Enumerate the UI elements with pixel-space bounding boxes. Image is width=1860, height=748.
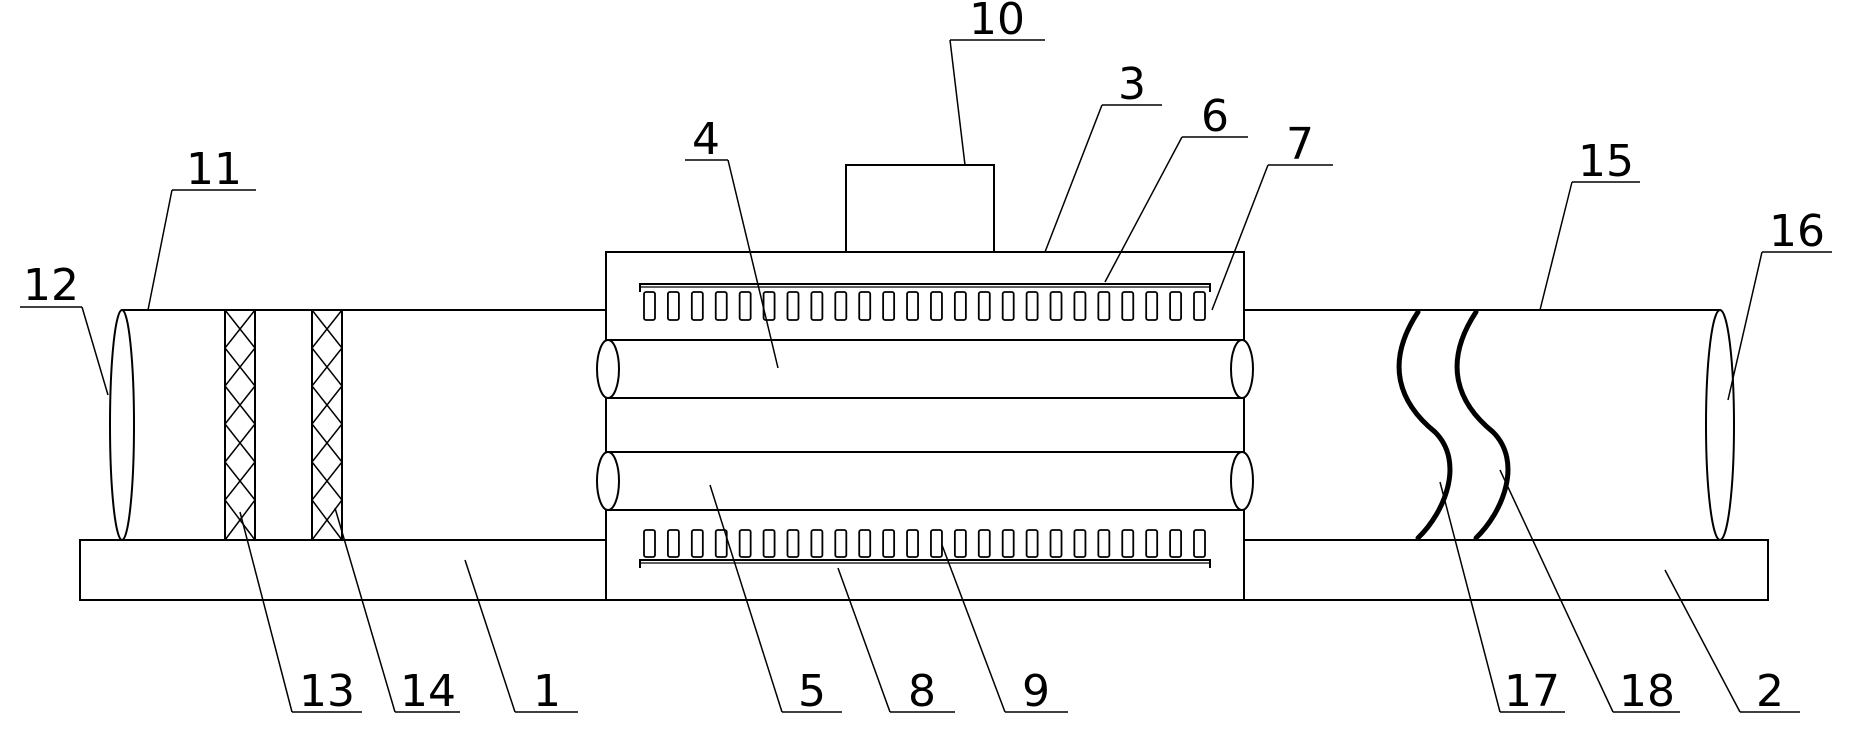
left-pipe: [109, 309, 610, 541]
heating-fin-9: [738, 529, 752, 558]
heating-fin-9: [1049, 529, 1063, 558]
label-7: 7: [1286, 119, 1314, 170]
heating-fin-9: [1193, 529, 1206, 558]
label-9: 9: [1022, 666, 1050, 717]
right-base-plate: [1239, 539, 1769, 601]
label-16: 16: [1769, 206, 1825, 257]
heating-fin-9: [1097, 529, 1111, 558]
leader-lines: [20, 39, 1832, 713]
label-17: 17: [1504, 666, 1560, 717]
cylinder-4: [596, 339, 1254, 399]
heating-fin-9: [690, 529, 704, 558]
label-8: 8: [908, 666, 936, 717]
cylinder-5: [596, 451, 1254, 511]
label-18: 18: [1619, 666, 1675, 717]
main-housing: [605, 251, 1245, 601]
heating-fin-9: [834, 529, 848, 558]
label-6: 6: [1201, 91, 1229, 142]
heating-fin-9: [930, 529, 943, 558]
heating-fin-7: [1049, 291, 1063, 321]
heating-fin-7: [1097, 291, 1111, 321]
heating-fin-9: [858, 529, 872, 558]
label-11: 11: [186, 144, 242, 195]
heating-fin-7: [1193, 291, 1206, 321]
heating-fin-9: [1025, 529, 1039, 558]
heating-fin-7: [1121, 291, 1135, 321]
heating-fin-7: [834, 291, 848, 321]
heating-fin-9: [786, 529, 800, 558]
heating-fin-7: [1169, 291, 1182, 321]
heating-fin-9: [906, 529, 919, 558]
heating-fin-9: [667, 529, 680, 558]
heating-fin-9: [714, 529, 728, 558]
heating-fin-7: [953, 291, 967, 321]
heating-fin-9: [762, 529, 776, 558]
heating-fin-9: [1145, 529, 1159, 558]
label-10: 10: [969, 0, 1025, 45]
heating-rail-6: [639, 283, 1211, 292]
heating-fin-9: [953, 529, 967, 558]
heating-fin-7: [667, 291, 680, 321]
heating-fin-7: [1145, 291, 1159, 321]
heating-fin-9: [1121, 529, 1135, 558]
label-12: 12: [23, 260, 79, 311]
wave-plate-18: [1454, 309, 1511, 541]
top-heater-assembly: [639, 283, 1211, 321]
label-13: 13: [299, 666, 355, 717]
heating-fin-7: [882, 291, 896, 321]
top-unit: [845, 164, 995, 253]
label-15: 15: [1578, 136, 1634, 187]
heating-fin-7: [1073, 291, 1087, 321]
heating-fin-9: [882, 529, 896, 558]
heating-fin-7: [786, 291, 800, 321]
heating-fin-9: [1169, 529, 1182, 558]
heating-fin-7: [977, 291, 991, 321]
heating-fin-9: [1073, 529, 1087, 558]
left-base-plate: [79, 539, 611, 601]
bottom-heater-assembly: [639, 529, 1211, 568]
heating-fin-7: [738, 291, 752, 321]
label-5: 5: [798, 666, 826, 717]
heating-fin-9: [643, 529, 656, 558]
wave-plate-17: [1396, 309, 1453, 541]
label-2: 2: [1756, 666, 1784, 717]
heating-fin-9: [977, 529, 991, 558]
label-14: 14: [400, 666, 456, 717]
heating-fin-7: [1025, 291, 1039, 321]
right-pipe: [1242, 309, 1735, 541]
heating-fin-7: [714, 291, 728, 321]
heating-fin-9: [810, 529, 824, 558]
label-4: 4: [692, 114, 720, 165]
heating-fin-7: [906, 291, 919, 321]
heating-fin-7: [930, 291, 943, 321]
heating-fin-7: [1001, 291, 1015, 321]
heating-fin-7: [858, 291, 872, 321]
heating-fin-7: [690, 291, 704, 321]
label-1: 1: [533, 666, 561, 717]
heating-fin-9: [1001, 529, 1015, 558]
filter-mesh-14: [311, 309, 343, 541]
heating-rail-8: [639, 559, 1211, 568]
heating-fin-7: [810, 291, 824, 321]
filter-mesh-13: [224, 309, 256, 541]
label-3: 3: [1118, 59, 1146, 110]
heating-fin-7: [643, 291, 656, 321]
